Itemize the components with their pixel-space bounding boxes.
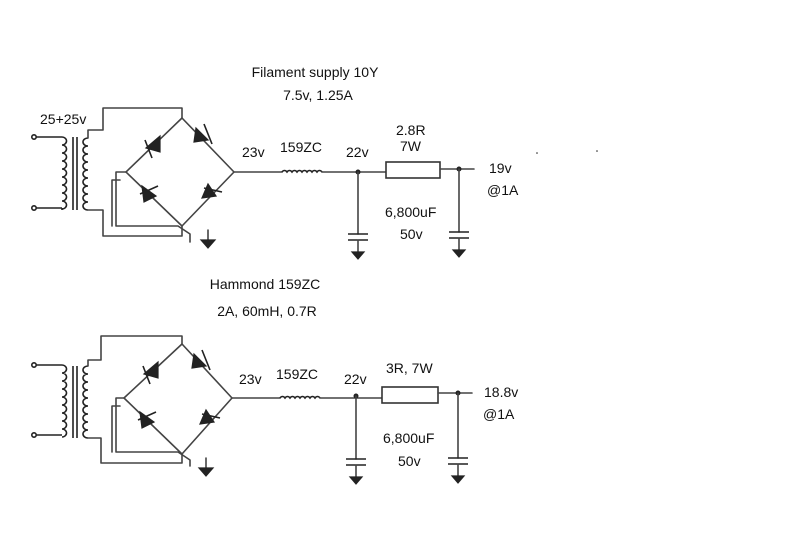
bottom-cap-voltage: 50v	[398, 453, 421, 469]
bottom-choke	[231, 395, 383, 400]
bottom-output-current: @1A	[483, 406, 515, 422]
top-resistor-power: 7W	[400, 138, 422, 154]
top-output-current: @1A	[487, 182, 519, 198]
top-capacitor-2	[449, 166, 469, 258]
choke-spec: 2A, 60mH, 0.7R	[217, 303, 317, 319]
top-bridge-out-voltage: 23v	[242, 144, 265, 160]
bottom-bridge-out-voltage: 23v	[239, 371, 262, 387]
top-transformer-label: 25+25v	[40, 111, 86, 127]
bottom-diode-2	[191, 349, 211, 371]
top-cap-value: 6,800uF	[385, 204, 436, 220]
bottom-output-voltage: 18.8v	[484, 384, 518, 400]
top-choke-label: 159ZC	[280, 139, 322, 155]
top-diode-3	[139, 184, 159, 203]
top-diode-1	[144, 134, 161, 159]
top-cap-voltage: 50v	[400, 226, 423, 242]
top-diode-4	[201, 182, 223, 199]
top-title: Filament supply 10Y	[252, 64, 380, 80]
bottom-choke-label: 159ZC	[276, 366, 318, 382]
top-bridge-rectifier	[111, 117, 235, 243]
bottom-bridge-rectifier	[111, 343, 233, 467]
top-circuit: Filament supply 10Y 7.5v, 1.25A 25+25v	[30, 64, 598, 260]
bottom-diode-4	[199, 408, 221, 425]
bottom-capacitor-2	[448, 390, 468, 484]
bottom-diode-3	[137, 410, 157, 429]
bottom-cap-value: 6,800uF	[383, 430, 434, 446]
bottom-bridge-ground	[197, 457, 215, 477]
bottom-circuit: 23v 159ZC 22v 3R, 7W	[30, 335, 518, 485]
bottom-capacitor-1	[346, 393, 366, 485]
bottom-filter-node-voltage: 22v	[344, 371, 367, 387]
bottom-diode-1	[142, 360, 159, 385]
top-subtitle: 7.5v, 1.25A	[283, 87, 353, 103]
top-filter-node-voltage: 22v	[346, 144, 369, 160]
top-resistor	[385, 161, 441, 179]
top-choke	[233, 169, 387, 174]
choke-name: Hammond 159ZC	[210, 276, 321, 292]
top-output-voltage: 19v	[489, 160, 512, 176]
top-capacitor-1	[348, 169, 368, 260]
bottom-resistor	[381, 386, 439, 404]
top-transformer	[30, 107, 183, 237]
top-diode-2	[193, 123, 213, 145]
top-bridge-ground	[199, 229, 217, 249]
bottom-resistor-label: 3R, 7W	[386, 360, 433, 376]
top-resistor-value: 2.8R	[396, 122, 426, 138]
bottom-transformer	[30, 335, 183, 464]
